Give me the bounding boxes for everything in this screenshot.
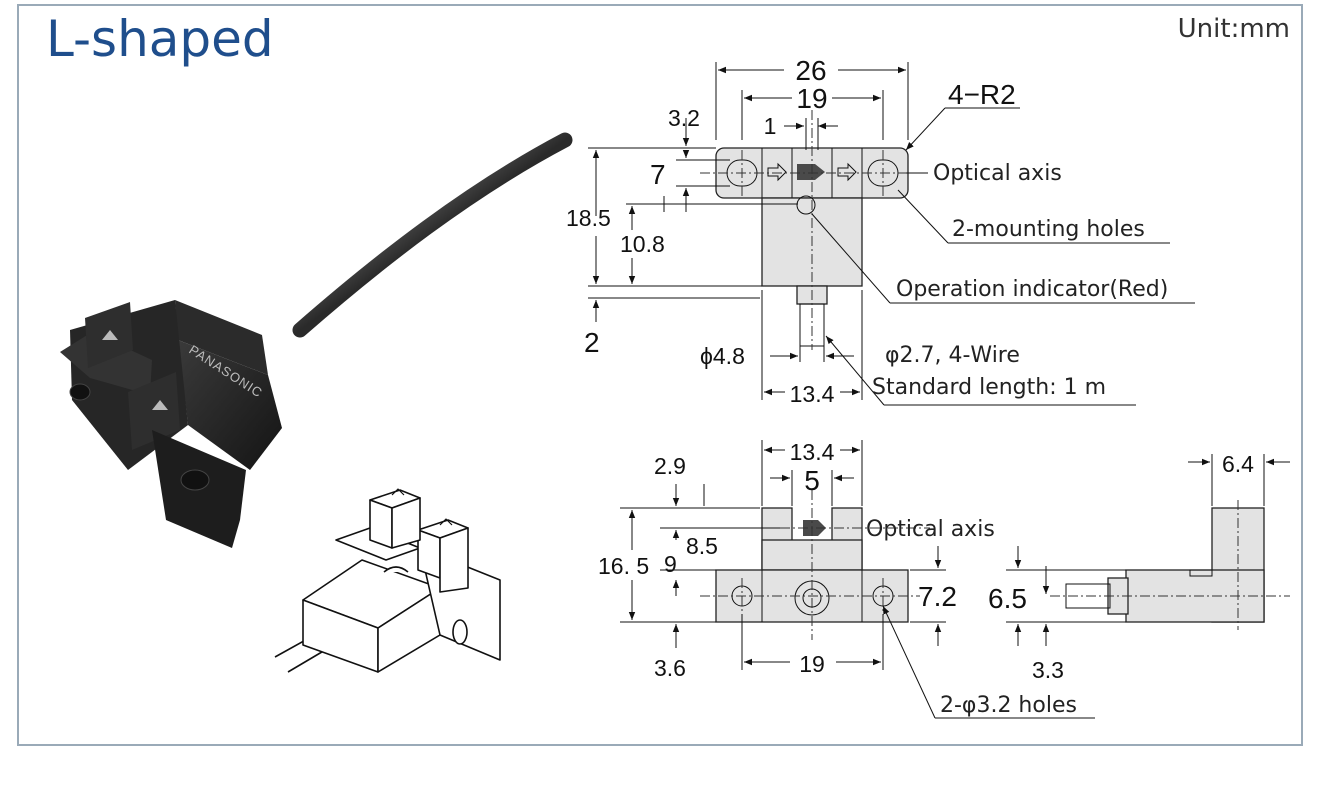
front-dim-2-9: 2.9	[654, 453, 686, 479]
dim-3-2: 3.2	[668, 105, 700, 131]
side-view: 6.4 6.5 3.3	[988, 451, 1290, 683]
indicator-circle	[796, 195, 816, 215]
emitter-arrow-outline-icon	[767, 162, 787, 182]
emitter-arrow-icon	[102, 330, 118, 340]
iso-arrow-icons	[391, 488, 453, 526]
front-dim-9: 9	[664, 551, 677, 577]
dim-2: 2	[584, 327, 600, 358]
arm-right	[128, 372, 180, 450]
housing-slot-wall	[60, 332, 152, 395]
dim-1: 1	[764, 113, 777, 139]
front-optical-arrow-icon	[803, 520, 826, 536]
dim-26: 26	[795, 55, 826, 86]
dim-7: 7	[650, 159, 666, 190]
iso-arm-2-side	[439, 527, 469, 593]
receiver-arrow-outline-icon	[837, 162, 857, 182]
dim-18-5: 18.5	[566, 205, 611, 231]
front-dim-19: 19	[799, 651, 825, 677]
iso-arm-1-side	[391, 497, 421, 549]
side-dim-6-4: 6.4	[1222, 451, 1254, 477]
top-view: 26 19 1 4−R2 3.2 7 18.5	[566, 55, 1195, 407]
label-optical-axis: Optical axis	[933, 161, 1062, 186]
mount-hole-2	[69, 383, 91, 401]
front-view: 13.4 5 2.9 16. 5 9 8.5 7.2 3.6	[598, 439, 1095, 719]
dim-radius: 4−R2	[948, 79, 1016, 110]
front-dim-3-6: 3.6	[654, 655, 686, 681]
dim-phi-4-8: ϕ4.8	[700, 343, 745, 369]
front-dim-13-4: 13.4	[790, 439, 835, 465]
iso-indicator	[383, 566, 409, 573]
iso-line-drawing	[274, 488, 501, 673]
mount-hole-1	[180, 469, 210, 491]
unit-label: Unit:mm	[1177, 14, 1290, 44]
dim-10-8: 10.8	[620, 231, 665, 257]
front-dim-5: 5	[804, 465, 820, 496]
side-dim-3-3: 3.3	[1032, 657, 1064, 683]
label-cable-length: Standard length: 1 m	[872, 375, 1106, 400]
dim-13-4: 13.4	[790, 381, 835, 407]
housing-top	[175, 300, 268, 375]
iso-arm-1-front	[369, 499, 393, 549]
sensor-photo: PANASONIC	[60, 132, 573, 548]
front-dim-8-5: 8.5	[686, 533, 718, 559]
cable-photo	[292, 132, 573, 338]
front-label-holes: 2-φ3.2 holes	[940, 693, 1077, 718]
label-operation-indicator: Operation indicator(Red)	[896, 277, 1168, 302]
optical-arrow-icon	[797, 164, 825, 180]
label-mounting-holes: 2-mounting holes	[952, 217, 1145, 242]
side-dim-6-5: 6.5	[988, 583, 1027, 614]
housing-front	[178, 340, 282, 470]
iso-hole	[452, 619, 468, 645]
dim-19: 19	[796, 83, 827, 114]
label-cable-spec: φ2.7, 4-Wire	[885, 343, 1020, 368]
front-dim-7-2: 7.2	[918, 581, 957, 612]
iso-arm-2-front	[417, 529, 441, 579]
page-title: L-shaped	[46, 10, 274, 68]
receiver-arrow-icon	[152, 400, 168, 410]
front-dim-16-5: 16. 5	[598, 553, 649, 579]
front-label-optical-axis: Optical axis	[866, 517, 995, 542]
